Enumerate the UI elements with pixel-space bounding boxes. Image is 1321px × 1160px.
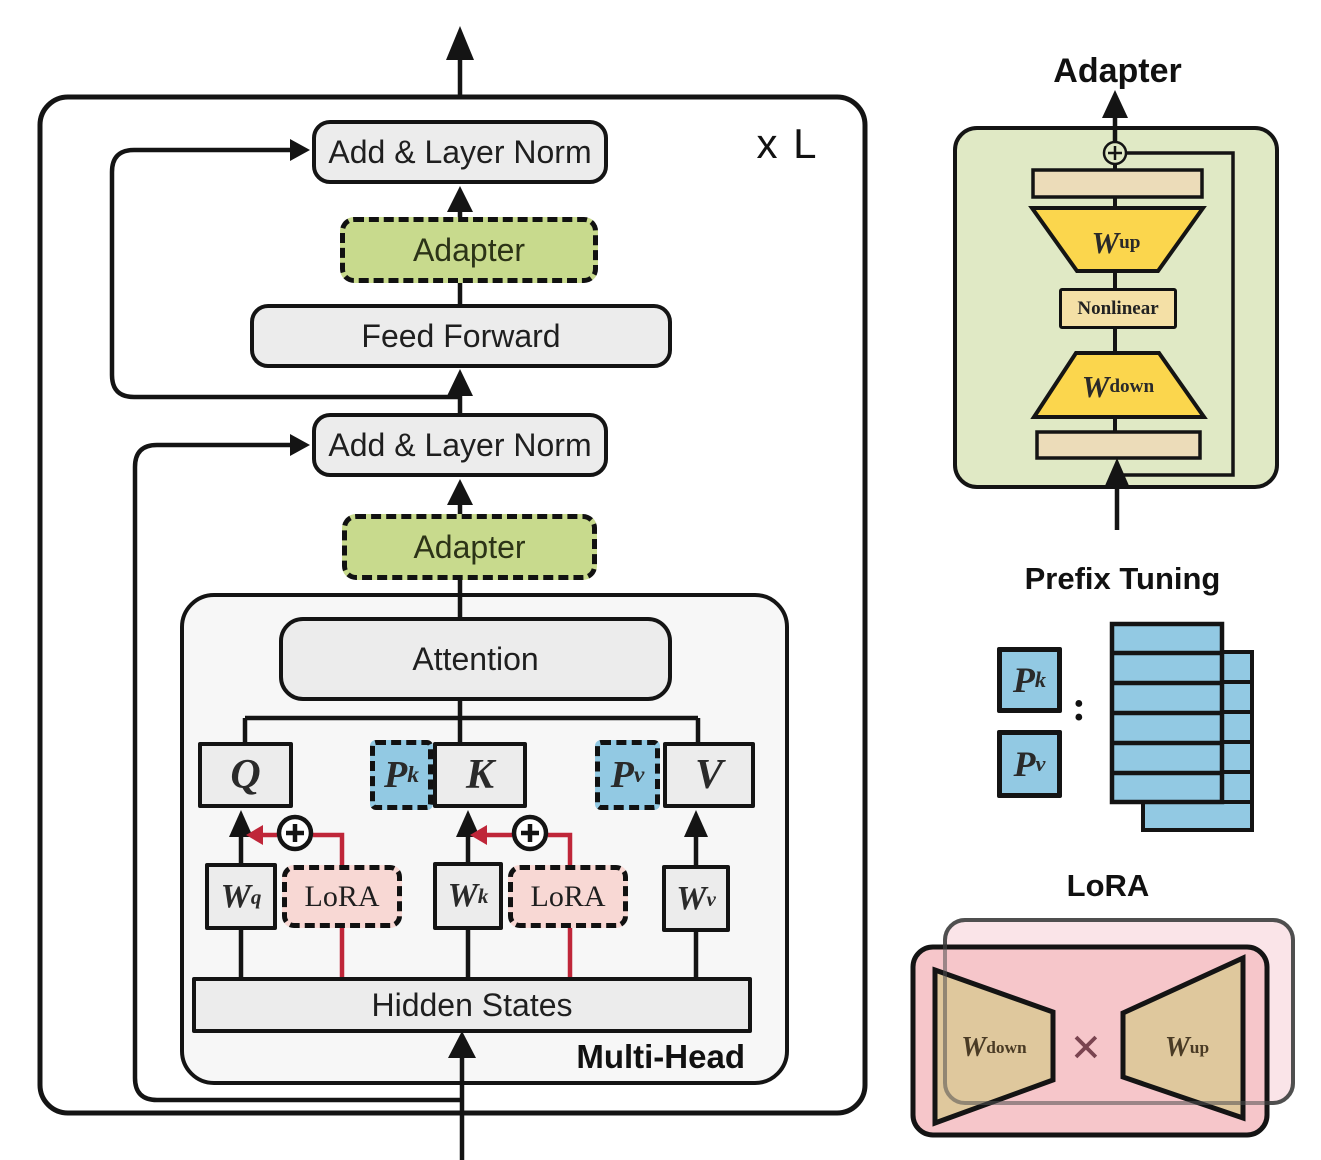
adapter-bottom-bar [1035,430,1202,460]
skip2-arrowhead [290,434,310,456]
w-up-base: W [1091,225,1120,260]
w-down-trapezoid [1030,351,1208,419]
lora-q-arrowhead [246,825,263,845]
nonlinear-box: Nonlinear [1059,288,1177,329]
prefix-colon: : [1072,684,1086,730]
lora-back-card-overlay-border [943,918,1295,1105]
hidden-states-box: Hidden States [192,977,752,1033]
wv-base: W [676,879,707,917]
prefix-panel-title: Prefix Tuning [1024,561,1221,596]
pk-base: P [384,754,408,796]
lora-w-up-base: W [1164,1032,1190,1063]
prefix-front-stack [1109,621,1225,805]
lora-q-box: LoRA [282,865,402,928]
repeat-times-label: x L [756,120,819,167]
q-arrowhead [229,810,253,837]
v-box: V [663,742,755,808]
skip1-residual-path [109,147,460,400]
v-arrowhead [684,810,708,837]
k-box: K [433,742,527,808]
input-arrowhead [448,1031,476,1058]
lora-k-up-wire [548,832,573,865]
add-layer-norm-bottom-box: Add & Layer Norm [312,413,608,477]
feed-forward-box: Feed Forward [250,304,672,368]
wk-base: W [447,877,478,914]
adapter-out-arrowhead [1102,90,1128,118]
lora-w-down-base: W [961,1032,987,1063]
skip1-arrowhead [290,139,310,161]
adapter-bottom-box: Adapter [342,514,597,580]
ff-arrowhead [447,369,473,396]
lora-k-arrowhead [470,825,487,845]
adapter-sum-circle [1102,140,1128,166]
lora-panel-title: LoRA [1066,868,1150,903]
lora-q-up-wire [313,832,345,865]
sum-circle-q [276,814,314,852]
attention-box: Attention [279,617,672,701]
k-arrowhead [456,810,480,837]
lora-k-box: LoRA [508,865,628,928]
prefix-pv-base: P [1013,744,1036,784]
output-arrowhead [446,26,474,60]
skip2-residual-path [132,442,462,1103]
adapter-panel-wires [1112,106,1235,530]
add-layer-norm-top-box: Add & Layer Norm [312,120,608,184]
addln1-arrowhead [447,186,473,212]
adapter-top-box: Adapter [340,217,598,283]
q-box: Q [198,742,293,808]
black-arrowheads [229,26,708,1058]
w-down-base: W [1081,369,1110,404]
adapter-skip-path [1120,151,1235,477]
w-up-trapezoid [1028,206,1207,273]
lora-w-down-trapezoid [932,966,1056,1127]
sum-circle-k [511,814,549,852]
pv-base: P [610,754,634,796]
lora-red-wires [262,832,573,977]
adapter-top-bar [1031,168,1204,199]
multi-head-label: Multi-Head [576,1038,745,1075]
adapter-in-arrowhead [1104,458,1130,488]
black-connectors [109,58,701,1160]
lora-times-symbol: × [1070,1017,1102,1077]
lora-w-up-trapezoid [1120,954,1246,1122]
wq-base: W [220,877,251,915]
prefix-pk-base: P [1012,660,1035,700]
red-arrowheads [246,825,487,845]
addln2-arrowhead [447,479,473,505]
adapter-panel-title: Adapter [1053,52,1182,90]
